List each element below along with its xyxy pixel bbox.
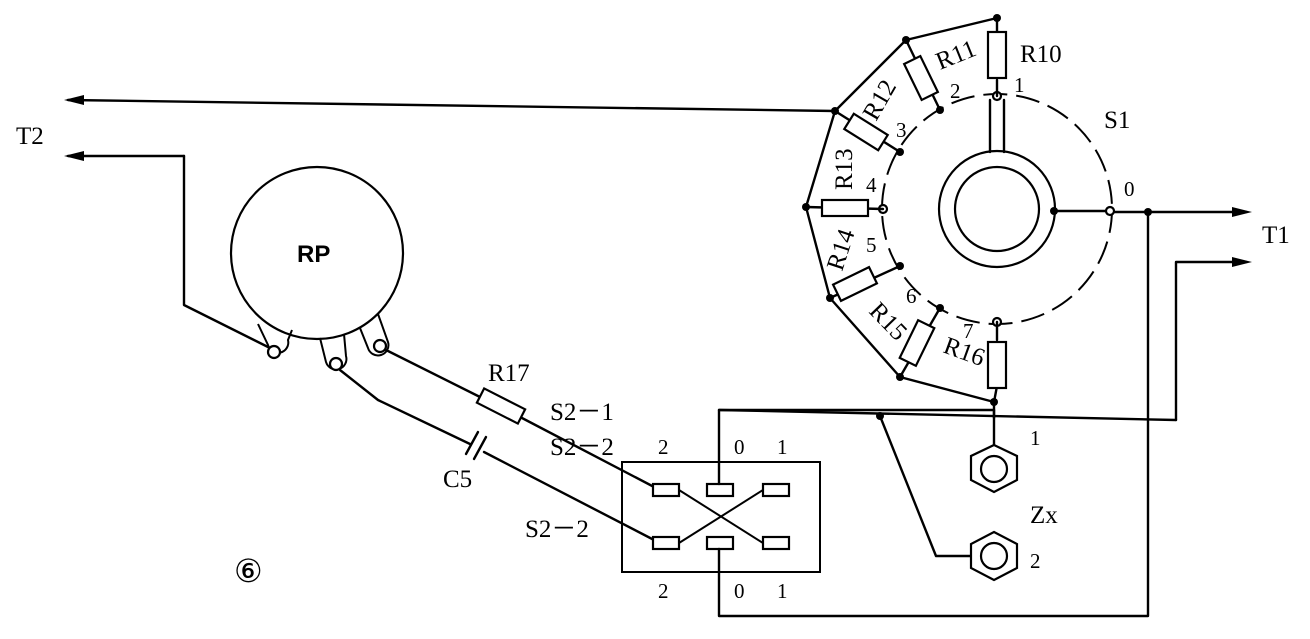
s1-pos-3: 3 [896, 118, 907, 142]
s1-pos-6: 6 [906, 284, 917, 308]
r13-label: R13 [831, 148, 858, 190]
figure-mark: ⑥ [234, 553, 263, 589]
r17-label: R17 [488, 360, 530, 387]
s1-pos-4: 4 [866, 173, 877, 197]
resistor-r15 [831, 265, 879, 303]
terminal-t1-label: T1 [1262, 222, 1290, 249]
r11-label: R11 [932, 35, 980, 75]
s2-top-pos-1: 1 [777, 435, 788, 459]
r14-label: R14 [822, 225, 861, 273]
t2-wires [64, 95, 837, 350]
resistor-r10-lower [986, 340, 1008, 390]
s2-2-bottom-label: S2－2 [525, 516, 589, 543]
s2-bottom-pos-2: 2 [658, 579, 669, 603]
resistor-r17 [475, 386, 527, 426]
capacitor-c5 [464, 430, 488, 461]
zx-terminal-1[interactable] [969, 400, 1019, 494]
s2-2-top-label: S2－2 [550, 434, 614, 461]
junction-dot [1144, 208, 1152, 216]
zx-terminal-2[interactable] [969, 530, 1019, 582]
s1-pos-5: 5 [866, 233, 877, 257]
terminal-t2-label: T2 [16, 123, 44, 150]
switch-s2 [621, 461, 821, 573]
rotary-switch-s1 [881, 93, 1113, 325]
resistor-r16 [898, 318, 936, 368]
resistor-r11 [902, 54, 940, 102]
t1-wires [1108, 207, 1252, 422]
s2-1-label: S2－1 [550, 399, 614, 426]
s1-pos-1: 1 [1014, 73, 1025, 97]
junction-dot [876, 412, 884, 420]
r15-label: R15 [864, 297, 912, 346]
rp-to-s2-wires [338, 348, 658, 543]
s1-pos-0: 0 [1124, 177, 1135, 201]
s2-bottom-pos-0: 0 [734, 579, 745, 603]
resistor-r10 [986, 30, 1008, 80]
zx-pin-2-label: 2 [1030, 549, 1041, 573]
potentiometer-rp [229, 165, 405, 372]
s1-pos-2: 2 [950, 79, 961, 103]
s1-label: S1 [1104, 107, 1130, 134]
resistor-r14 [820, 198, 870, 218]
zx-pin-1-label: 1 [1030, 426, 1041, 450]
s2-top-pos-0: 0 [734, 435, 745, 459]
rp-label: RP [297, 241, 330, 268]
resistor-r12 [842, 112, 890, 152]
chain-junctions [802, 14, 1001, 381]
c5-label: C5 [443, 466, 472, 493]
s1-pos-7: 7 [963, 319, 974, 343]
r16-label: R16 [940, 332, 988, 372]
s2-output-wires [717, 210, 1178, 618]
zx-label: Zx [1030, 502, 1058, 529]
r10-label: R10 [1020, 41, 1062, 68]
s2-bottom-pos-1: 1 [777, 579, 788, 603]
s2-top-pos-2: 2 [658, 435, 669, 459]
